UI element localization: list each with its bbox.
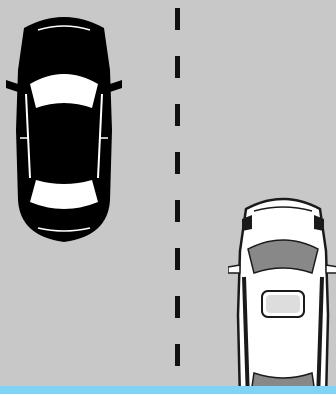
lane-dash [175,248,180,270]
player-car [228,195,336,394]
side-mirror-right [110,80,122,92]
side-mirror-right [326,265,336,273]
lane-dash [175,56,180,78]
rear-window [30,180,98,209]
windshield [248,240,318,273]
side-mirror-left [6,80,18,92]
lane-dash [175,296,180,318]
lane-dash [175,344,180,366]
windshield [30,74,98,108]
sunroof-inner [266,295,300,313]
bottom-bar [0,386,336,394]
lane-dash [175,152,180,174]
lane-dash [175,104,180,126]
side-mirror-left [228,265,240,273]
opponent-car [4,10,124,248]
lane-dash [175,200,180,222]
headlight-left [242,215,252,231]
headlight-right [314,215,324,231]
lane-dash [175,8,180,30]
